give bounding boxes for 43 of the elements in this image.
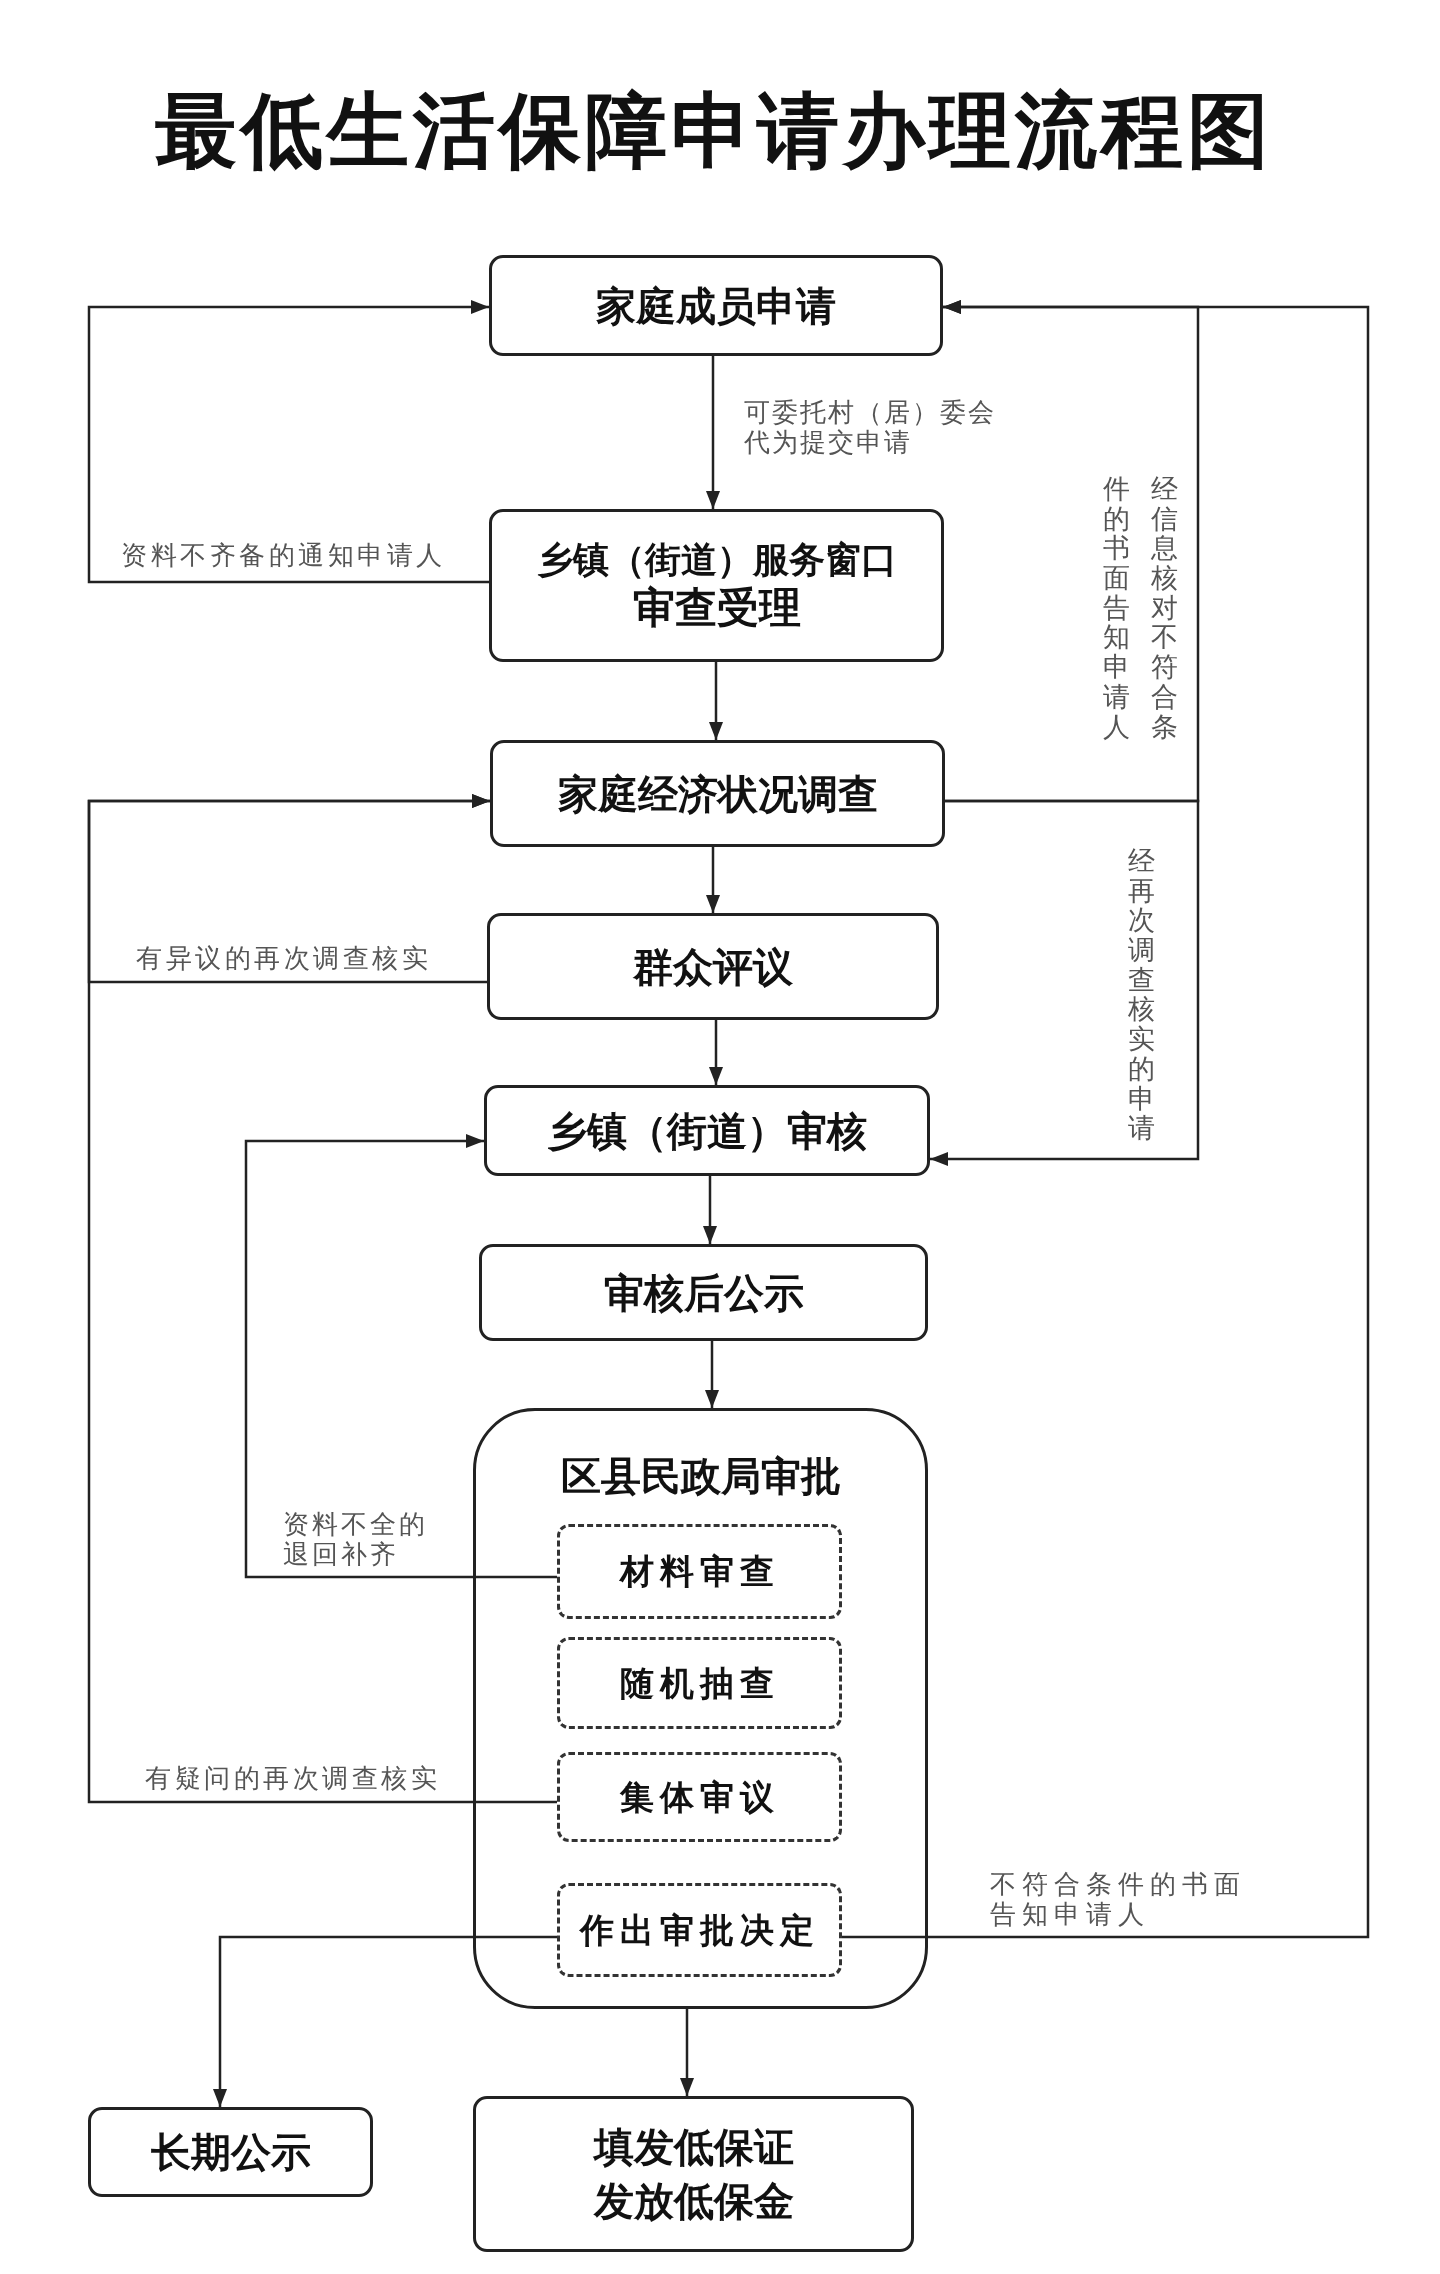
group-heading: 区县民政局审批	[560, 1452, 841, 1501]
arrow	[706, 847, 720, 913]
arrow	[705, 1341, 719, 1408]
sub-step-box	[557, 1637, 842, 1729]
arrow	[680, 2009, 694, 2096]
arrow	[842, 300, 1370, 1939]
arrow	[709, 1020, 723, 1085]
process-box	[487, 913, 939, 1020]
arrow	[706, 356, 720, 509]
group-box	[473, 1408, 928, 2009]
process-box	[489, 509, 944, 662]
sub-step-box	[557, 1883, 842, 1977]
arrow	[930, 799, 1200, 1166]
step-text: 填发低保证	[593, 2123, 794, 2172]
arrow	[213, 1935, 557, 2107]
process-box	[490, 740, 945, 847]
step-text: 乡镇（街道）审核	[547, 1106, 867, 1156]
step-text: 长期公示	[150, 2128, 311, 2177]
sub-step-text: 随机抽查	[619, 1661, 780, 1705]
process-box	[489, 255, 943, 356]
edge-label: 经信息核对不符合条件的书面告知申请人	[1103, 474, 1178, 743]
process-box	[484, 1085, 930, 1176]
sub-step-text: 作出审批决定	[579, 1908, 820, 1952]
diagram-title: 最低生活保障申请办理流程图	[155, 86, 1273, 177]
sub-step-box	[557, 1752, 842, 1842]
arrow	[703, 1176, 717, 1244]
process-box	[88, 2107, 373, 2197]
step-text: 家庭成员申请	[596, 281, 836, 331]
step-text: 乡镇（街道）服务窗口	[536, 537, 897, 582]
step-text: 审查受理	[632, 581, 801, 634]
step-text: 发放低保金	[593, 2177, 794, 2226]
sub-step-box	[557, 1524, 842, 1619]
arrow	[709, 662, 723, 740]
process-box	[473, 2096, 914, 2252]
arrow	[244, 1134, 557, 1579]
arrow	[87, 300, 489, 584]
arrow	[87, 794, 557, 1804]
sub-step-text: 材料审查	[619, 1550, 780, 1593]
step-text: 群众评议	[633, 942, 793, 992]
step-text: 家庭经济状况调查	[557, 769, 878, 819]
step-text: 审核后公示	[603, 1268, 804, 1318]
sub-step-text: 集体审议	[619, 1775, 780, 1819]
process-box	[479, 1244, 928, 1341]
